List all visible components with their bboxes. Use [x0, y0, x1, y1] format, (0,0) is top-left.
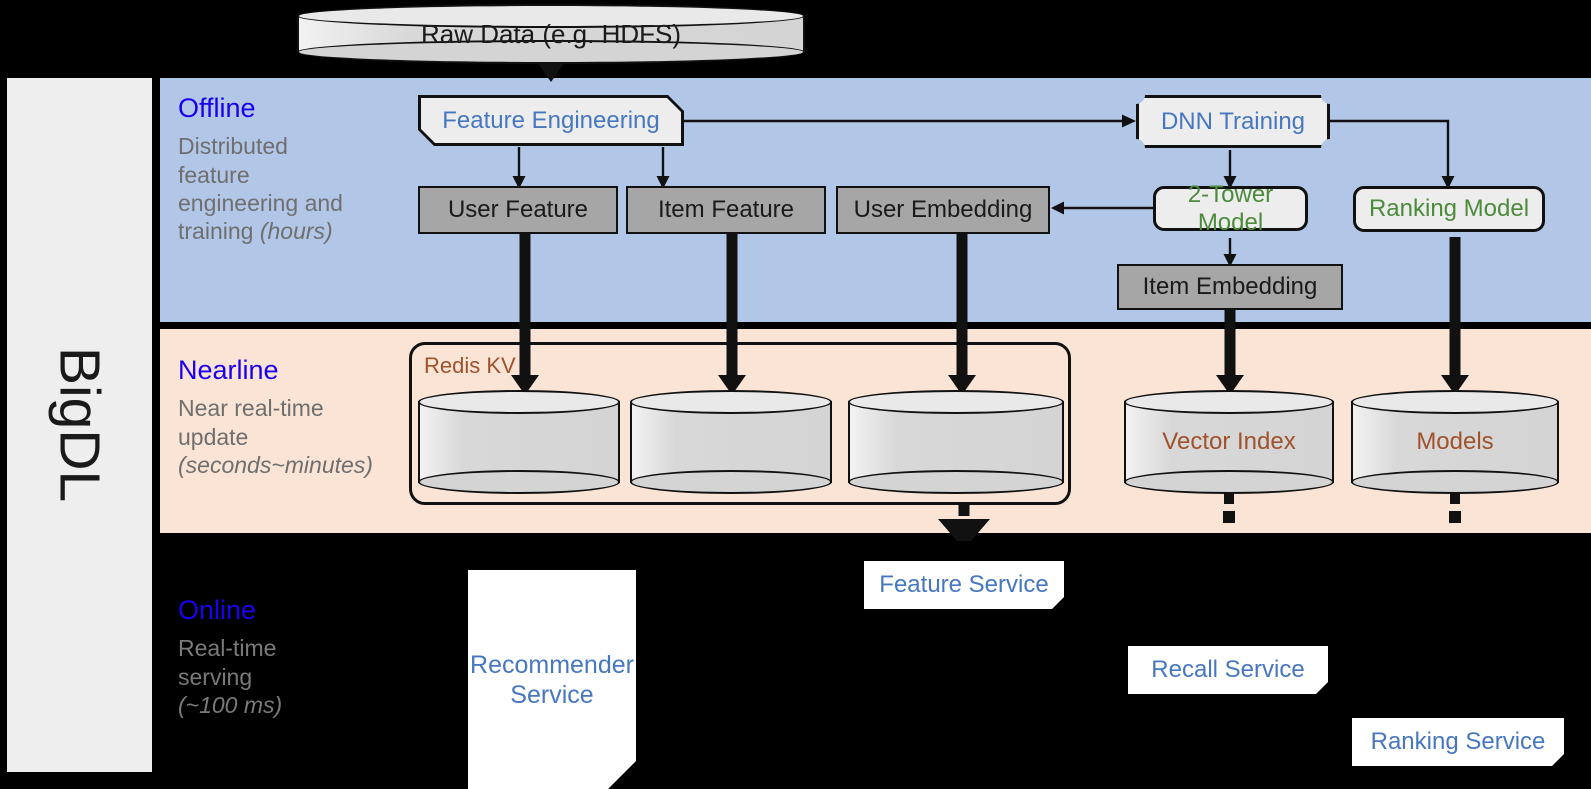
band-subtitle-nearline: Near real-time update (seconds~minutes) — [178, 394, 388, 479]
cylinder-top — [1351, 390, 1559, 414]
store-user-feature-label — [418, 390, 620, 494]
notch-tl — [1127, 86, 1145, 104]
online-sub-italic: (~100 ms) — [178, 691, 283, 718]
nearline-sub-l1: Near real-time — [178, 395, 324, 422]
item-embedding-label: Item Embedding — [1142, 273, 1318, 301]
ranking-model-node[interactable]: Ranking Model — [1353, 186, 1545, 232]
caption-nearline: Nearline Near real-time update (seconds~… — [178, 356, 388, 479]
notch-tr — [1321, 86, 1339, 104]
user-embedding-label: User Embedding — [853, 196, 1033, 224]
ranking-service-node[interactable]: Ranking Service — [1352, 718, 1564, 766]
store-user-embedding-cylinder[interactable] — [848, 390, 1064, 494]
item-feature-label: Item Feature — [657, 196, 795, 224]
ranking-service-label: Ranking Service — [1370, 727, 1546, 755]
band-title-nearline: Nearline — [178, 355, 279, 385]
notch-br — [1321, 139, 1339, 157]
models-label: Models — [1416, 428, 1494, 455]
band-subtitle-online: Real-time serving (~100 ms) — [178, 634, 388, 719]
cylinder-top — [630, 390, 832, 414]
notch-bl — [1127, 139, 1145, 157]
bigdl-rail: BigDL — [7, 78, 152, 772]
feature-service-label: Feature Service — [879, 570, 1049, 598]
two-tower-model-node[interactable]: 2-Tower Model — [1153, 181, 1308, 236]
ranking-model-label: Ranking Model — [1368, 195, 1530, 223]
cylinder-top — [418, 390, 620, 414]
recommender-service-label-group: Recommender Service — [470, 650, 634, 710]
dnn-training-label: DNN Training — [1160, 107, 1306, 135]
cylinder-bottom — [848, 470, 1064, 494]
store-user-feature-cylinder[interactable] — [418, 390, 620, 494]
nearline-sub-italic: (seconds~minutes) — [178, 451, 373, 478]
redis-kv-label: Redis KV — [424, 353, 516, 378]
dnn-training-body: DNN Training — [1139, 98, 1327, 145]
user-feature-label: User Feature — [447, 196, 589, 224]
store-item-feature-label — [630, 390, 832, 494]
online-sub-l1: Real-time — [178, 635, 277, 662]
offline-sub-l2: feature — [178, 161, 250, 188]
store-user-embedding-label — [848, 390, 1064, 494]
models-cylinder[interactable]: Models — [1351, 390, 1559, 494]
band-subtitle-offline: Distributed feature engineering and trai… — [178, 132, 388, 245]
vector-index-label: Vector Index — [1162, 428, 1296, 455]
offline-sub-italic: (hours) — [259, 218, 333, 245]
recommender-service-line2: Service — [510, 680, 594, 709]
caption-online: Online Real-time serving (~100 ms) — [178, 596, 388, 719]
two-tower-model-label: 2-Tower Model — [1187, 181, 1274, 236]
cylinder-top — [1124, 390, 1334, 414]
offline-sub-l1: Distributed — [178, 133, 288, 160]
cylinder-bottom — [630, 470, 832, 494]
recall-service-node[interactable]: Recall Service — [1128, 646, 1328, 694]
user-embedding-node[interactable]: User Embedding — [836, 186, 1050, 234]
cylinder-bottom — [1124, 470, 1334, 494]
raw-data-cylinder: Raw Data (e.g. HDFS) — [297, 4, 805, 64]
vector-index-cylinder[interactable]: Vector Index — [1124, 390, 1334, 494]
online-sub-l2: serving — [178, 663, 253, 690]
cylinder-bottom — [1351, 470, 1559, 494]
item-feature-node[interactable]: Item Feature — [626, 186, 826, 234]
offline-sub-l4: training — [178, 218, 260, 245]
feature-engineering-node[interactable]: Feature Engineering — [418, 95, 684, 146]
band-title-online: Online — [178, 595, 257, 625]
bigdl-label: BigDL — [47, 347, 112, 503]
offline-sub-l3: engineering and — [178, 189, 343, 216]
cylinder-top — [848, 390, 1064, 414]
recommender-service-node[interactable]: Recommender Service — [468, 570, 636, 789]
item-embedding-node[interactable]: Item Embedding — [1117, 264, 1343, 310]
caption-offline: Offline Distributed feature engineering … — [178, 94, 388, 245]
recall-service-label: Recall Service — [1151, 655, 1305, 683]
dnn-training-node[interactable]: DNN Training — [1127, 86, 1339, 157]
feature-engineering-label: Feature Engineering — [442, 106, 660, 134]
store-item-feature-cylinder[interactable] — [630, 390, 832, 494]
cylinder-bottom — [418, 470, 620, 494]
cylinder-top — [297, 4, 805, 28]
redis-kv-group — [409, 342, 1071, 505]
raw-data-label: Raw Data (e.g. HDFS) — [420, 18, 682, 49]
recommender-service-line1: Recommender — [470, 650, 634, 679]
user-feature-node[interactable]: User Feature — [418, 186, 618, 234]
feature-engineering-body: Feature Engineering — [421, 98, 681, 143]
band-title-offline: Offline — [178, 93, 256, 123]
nearline-sub-l2: update — [178, 423, 249, 450]
feature-service-node[interactable]: Feature Service — [864, 561, 1064, 609]
